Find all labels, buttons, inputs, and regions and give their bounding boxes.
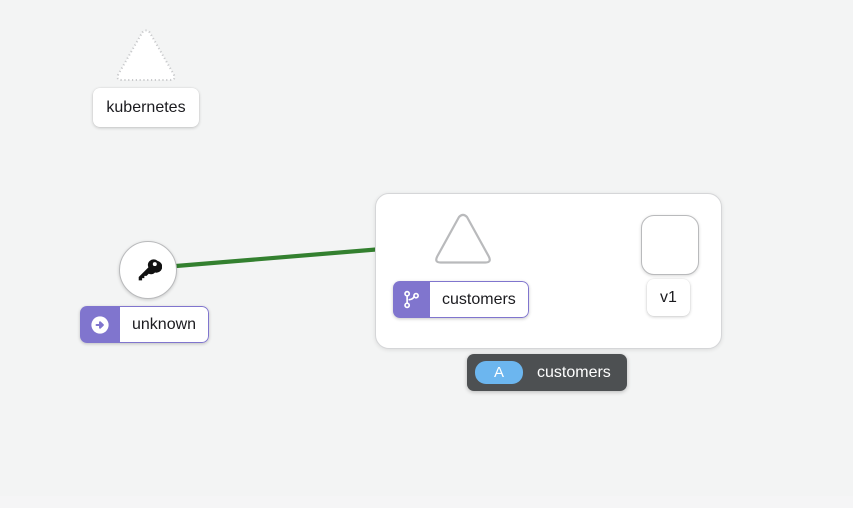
source-node[interactable] bbox=[119, 241, 177, 299]
canvas-bottom-strip bbox=[0, 496, 853, 508]
workload-node[interactable] bbox=[641, 215, 699, 275]
kubernetes-triangle-icon[interactable] bbox=[113, 26, 179, 86]
workload-version-label: v1 bbox=[660, 288, 677, 306]
unknown-badge-label: unknown bbox=[120, 306, 210, 343]
customers-badge-label: customers bbox=[430, 281, 529, 318]
workload-version-chip[interactable]: v1 bbox=[647, 279, 690, 316]
service-node[interactable] bbox=[432, 211, 494, 268]
tooltip-pill-badge: A bbox=[475, 361, 523, 384]
git-branch-icon bbox=[393, 281, 430, 318]
customers-badge[interactable]: customers bbox=[393, 281, 529, 318]
kubernetes-label-chip[interactable]: kubernetes bbox=[93, 88, 199, 127]
tooltip: A customers bbox=[467, 354, 627, 391]
unknown-badge[interactable]: unknown bbox=[80, 306, 210, 343]
tooltip-label: customers bbox=[537, 363, 611, 381]
key-icon bbox=[138, 258, 162, 280]
kubernetes-label: kubernetes bbox=[106, 98, 186, 116]
arrow-right-circle-icon bbox=[80, 306, 120, 343]
